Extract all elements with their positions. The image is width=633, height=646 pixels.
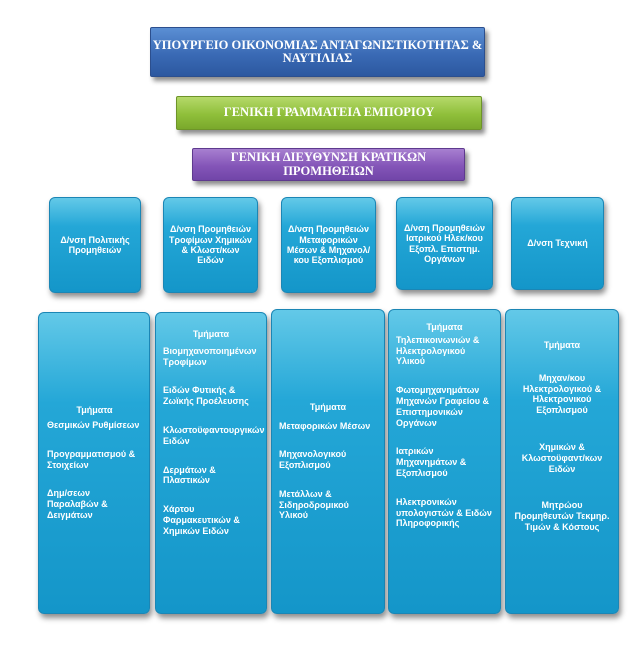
section-item: Ιατρικών Μηχανημάτων & Εξοπλισμού [396,446,467,478]
section-item: Χάρτου Φαρμακευτικών & Χημικών Ειδών [163,504,240,536]
section-item: Μεταφορικών Μέσων [279,420,371,431]
section-item: Προγραμματισμού & Στοιχείων [47,448,136,470]
directorate-label: Δ/νση Προμηθειών Ιατρικού Ηλεκ/κου Εξοπλ… [404,222,485,264]
general-directorate-title: ΓΕΝΙΚΗ ΔΙΕΥΘΥΝΣΗ ΚΡΑΤΙΚΩΝ ΠΡΟΜΗΘΕΙΩΝ [230,150,427,178]
directorate-policy-box: Δ/νση Πολιτικής Προμηθειών [49,197,141,293]
directorate-label: Δ/νση Τεχνική [527,238,588,249]
directorate-medical-box: Δ/νση Προμηθειών Ιατρικού Ηλεκ/κου Εξοπλ… [396,197,493,290]
ministry-box: ΥΠΟΥΡΓΕΙΟ ΟΙΚΟΝΟΜΙΑΣ ΑΝΤΑΓΩΝΙΣΤΙΚΟΤΗΤΑΣ … [150,27,485,77]
section-item: Χημικών & Κλωστοϋφαντ/κων Ειδών [521,441,603,474]
section-item: Τηλεπικοινωνιών & Ηλεκτρολογικού Υλικού [396,334,480,367]
section-item: Ειδών Φυτικής & Ζωϊκής Προέλευσης [163,385,249,407]
sections-food-box: Τμήματα Βιομηχανοποιημένων Τροφίμων Ειδώ… [155,312,267,614]
section-item: Βιομηχανοποιημένων Τροφίμων [163,345,257,367]
sections-title: Τμήματα [192,329,230,339]
sections-title: Τμήματα [309,401,347,412]
section-item: Δημ/σεων Παραλαβών & Δειγμάτων [47,488,108,520]
sections-title: Τμήματα [426,322,463,332]
directorate-transport-box: Δ/νση Προμηθειών Μεταφορικών Μέσων & Μηχ… [281,197,376,293]
sections-policy-box: Τμήματα Θεσμικών Ρυθμίσεων Προγραμματισμ… [38,312,150,614]
secretariat-box: ΓΕΝΙΚΗ ΓΡΑΜΜΑΤΕΙΑ ΕΜΠΟΡΙΟΥ [176,96,482,130]
sections-transport-box: Τμήματα Μεταφορικών Μέσων Μηχανολογικού … [271,309,385,614]
section-item: Φωτομηχανημάτων Μηχανών Γραφείου & Επιστ… [396,385,489,428]
section-item: Μηχανολογικού Εξοπλισμού [279,449,347,471]
general-directorate-box: ΓΕΝΙΚΗ ΔΙΕΥΘΥΝΣΗ ΚΡΑΤΙΚΩΝ ΠΡΟΜΗΘΕΙΩΝ [192,148,465,181]
section-item: Δερμάτων & Πλαστικών [163,464,216,486]
section-item: Μετάλλων & Σιδηροδρομικού Υλικού [279,488,349,521]
sections-technical-box: Τμήματα Μηχαν/κου Ηλεκτρολογικού & Ηλεκτ… [505,309,619,614]
section-item: Μηχαν/κου Ηλεκτρολογικού & Ηλεκτρονικού … [522,372,602,416]
directorate-label: Δ/νση Πολιτικής Προμηθειών [60,234,130,255]
directorate-label: Δ/νση Προμηθειών Μεταφορικών Μέσων & Μηχ… [286,224,371,266]
section-item: Θεσμικών Ρυθμίσεων [47,420,140,430]
directorate-technical-box: Δ/νση Τεχνική [511,197,604,290]
section-item: Κλωστοϋφαντουργικών Ειδών [163,424,265,446]
directorate-food-box: Δ/νση Προμηθειών Τροφίμων Χημικών & Κλωσ… [163,197,258,293]
sections-medical-box: Τμήματα Τηλεπικοινωνιών & Ηλεκτρολογικού… [388,309,501,614]
section-item: Ηλεκτρονικών υπολογιστών & Ειδών Πληροφο… [396,496,492,529]
directorate-label: Δ/νση Προμηθειών Τροφίμων Χημικών & Κλωσ… [169,224,252,266]
sections-title: Τμήματα [76,405,113,416]
ministry-title: ΥΠΟΥΡΓΕΙΟ ΟΙΚΟΝΟΜΙΑΣ ΑΝΤΑΓΩΝΙΣΤΙΚΟΤΗΤΑΣ … [152,37,483,65]
section-item: Μητρώου Προμηθευτών Τεκμηρ. Τιμών & Κόστ… [514,500,610,532]
sections-title: Τμήματα [543,340,581,350]
secretariat-title: ΓΕΝΙΚΗ ΓΡΑΜΜΑΤΕΙΑ ΕΜΠΟΡΙΟΥ [223,105,435,120]
